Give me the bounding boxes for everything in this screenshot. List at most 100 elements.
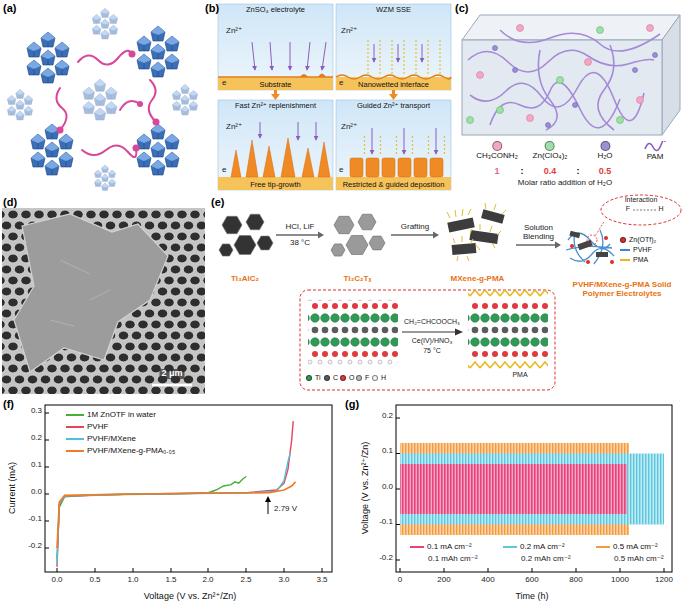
art-circle bbox=[570, 244, 574, 248]
connector bbox=[516, 242, 561, 249]
art-polygon bbox=[462, 15, 680, 40]
art-polyline bbox=[57, 454, 290, 565]
node-text: Ti₃AlC₂ bbox=[231, 275, 259, 284]
legend-entry: H bbox=[372, 374, 386, 382]
art-polygon bbox=[455, 329, 463, 336]
legend-text: Zn(OTf)₂ bbox=[629, 236, 656, 244]
ion-label: Zn²⁺ bbox=[226, 123, 242, 132]
art-g bbox=[56, 51, 156, 157]
legend-entry: O bbox=[340, 374, 354, 382]
legend-swatch bbox=[356, 375, 362, 381]
art-rect bbox=[382, 158, 395, 177]
connector-line bbox=[274, 90, 277, 94]
art-rect bbox=[396, 405, 672, 572]
art-circle bbox=[497, 107, 504, 114]
node-text: WZM SSE bbox=[376, 6, 411, 14]
legend-text: H bbox=[381, 374, 386, 382]
panel-letter: (g) bbox=[345, 398, 359, 410]
node-text: Nanowetted interface bbox=[358, 81, 429, 89]
node-text: Interaction bbox=[625, 196, 658, 204]
art-use bbox=[137, 26, 179, 77]
art-use bbox=[7, 89, 32, 120]
art-line bbox=[270, 42, 272, 70]
art-line bbox=[415, 40, 416, 75]
node-text: Ti₃C₂Tₓ bbox=[344, 275, 372, 284]
art-rect bbox=[400, 454, 664, 525]
legend-text: PMA bbox=[633, 256, 648, 264]
tick-label: -0.1 bbox=[379, 518, 393, 527]
art-g bbox=[462, 15, 680, 135]
legend-entry: C bbox=[324, 374, 338, 382]
legend-swatch bbox=[372, 375, 378, 381]
annotation: Molar ratio addition of H₂O bbox=[518, 179, 612, 188]
art-line bbox=[436, 128, 437, 154]
legend-text: 1M ZnOTF in water bbox=[87, 411, 156, 420]
art-rect bbox=[468, 301, 548, 311]
art-g bbox=[2, 208, 205, 394]
legend-text: PVHF/MXene-g-PMA₀.₀₅ bbox=[87, 447, 175, 456]
art-line bbox=[404, 128, 405, 154]
legend-text: CH₃CONH₂ bbox=[476, 152, 517, 161]
art-circle bbox=[587, 235, 597, 245]
art-rect bbox=[469, 230, 498, 244]
art-path bbox=[120, 101, 140, 110]
ratio-value: : bbox=[521, 167, 524, 177]
art-path bbox=[50, 260, 110, 326]
art-rect bbox=[308, 301, 398, 311]
legend-line bbox=[410, 546, 424, 548]
art-circle bbox=[647, 25, 654, 32]
ratio-value: 1 bbox=[494, 167, 499, 177]
art-g bbox=[396, 405, 672, 572]
art-rect bbox=[414, 158, 427, 177]
annotation: 38 °C bbox=[290, 239, 310, 248]
legend-text: 0.2 mA cm⁻² bbox=[520, 543, 565, 552]
material-stage: Ti₃C₂Tₓ bbox=[325, 205, 390, 285]
art-polygon bbox=[302, 148, 314, 177]
art-polygon bbox=[231, 150, 241, 177]
annotation: 0.2 mAh cm⁻² bbox=[521, 555, 571, 564]
tick-label: 1.5 bbox=[165, 576, 176, 585]
node-text: Fast Zn²⁺ replenishment bbox=[235, 102, 316, 110]
tick-label: 3.0 bbox=[278, 576, 289, 585]
tick-label: 1200 bbox=[655, 576, 673, 585]
arrow-head bbox=[433, 232, 439, 239]
node-text: Restricted & guided deposition bbox=[343, 181, 445, 189]
art-g bbox=[218, 4, 451, 190]
legend-entry: PAM bbox=[644, 141, 666, 162]
legend-entry: F bbox=[356, 374, 369, 382]
legend-swatch bbox=[340, 375, 346, 381]
legend-line bbox=[596, 546, 610, 548]
art-line bbox=[218, 76, 333, 78]
legend-entry: PVHF bbox=[619, 246, 653, 254]
annotation: F bbox=[626, 205, 630, 213]
art-g bbox=[7, 8, 197, 190]
art-g bbox=[350, 158, 443, 177]
legend-line bbox=[620, 259, 630, 261]
ion-label: e bbox=[222, 79, 226, 88]
art-line bbox=[374, 44, 375, 62]
legend-line bbox=[66, 426, 84, 428]
art-circle bbox=[617, 117, 624, 124]
axis-title: Time (h) bbox=[515, 592, 548, 602]
art-line bbox=[307, 42, 310, 70]
tick-label: 800 bbox=[569, 576, 582, 585]
tick-label: 0 bbox=[398, 576, 402, 585]
legend-text: F bbox=[365, 374, 369, 382]
legend-text: 0.1 mA cm⁻² bbox=[427, 543, 472, 552]
connector-line bbox=[392, 90, 395, 94]
art-path bbox=[538, 50, 557, 130]
panel-letter: (c) bbox=[455, 2, 468, 14]
art-circle bbox=[477, 72, 484, 79]
legend-line bbox=[66, 414, 84, 416]
legend-entry: H₂O bbox=[597, 141, 612, 161]
panel-letter: (b) bbox=[205, 2, 219, 14]
tick-label: -0.2 bbox=[379, 554, 393, 563]
legend-swatch bbox=[620, 237, 626, 243]
art-line bbox=[260, 122, 261, 138]
node-text: PVHF/MXene-g-PMA Solid Polymer Electroly… bbox=[563, 281, 681, 299]
art-circle bbox=[585, 59, 592, 66]
legend-entry: 0.1 mA cm⁻² bbox=[410, 543, 472, 552]
art-polygon bbox=[281, 138, 295, 177]
curl-line bbox=[645, 141, 665, 151]
